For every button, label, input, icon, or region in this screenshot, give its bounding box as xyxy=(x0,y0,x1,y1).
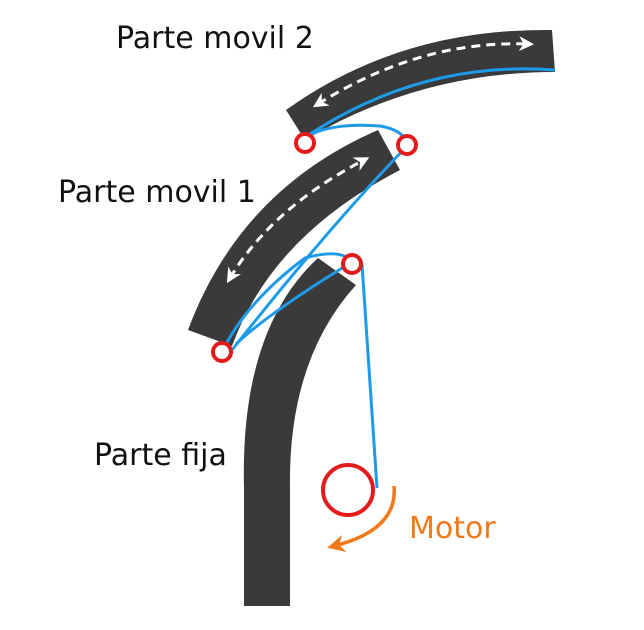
pulley-icon xyxy=(341,253,363,275)
travel-arrow-mobile-1 xyxy=(226,157,370,284)
label-mobile-1: Parte movil 1 xyxy=(58,175,256,210)
fixed-segment xyxy=(243,258,356,606)
pulley-icon xyxy=(294,132,316,154)
cable-top xyxy=(303,67,556,140)
label-motor: Motor xyxy=(409,511,496,546)
motor-rotation-arrow-icon xyxy=(327,485,396,552)
cable-to-motor xyxy=(360,263,379,489)
label-fixed: Parte fija xyxy=(94,438,227,473)
motor-pulley-icon xyxy=(321,463,375,517)
cable-loop-middle xyxy=(220,252,355,353)
label-mobile-2: Parte movil 2 xyxy=(116,21,314,56)
pulley-icon xyxy=(396,134,418,156)
pulley-icon xyxy=(211,341,233,363)
